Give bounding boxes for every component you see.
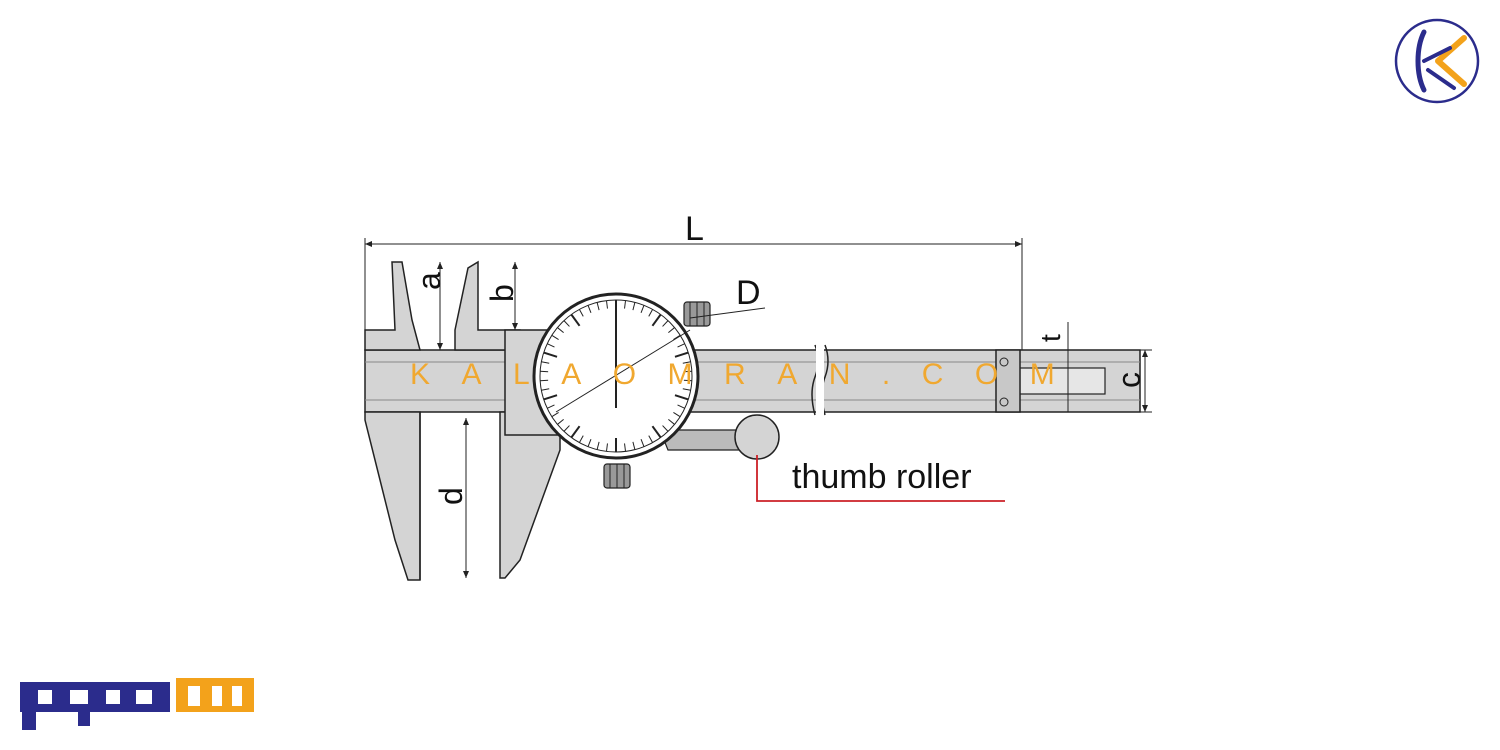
dial-tick (662, 320, 669, 327)
dial-tick (578, 309, 584, 317)
label-L: L (685, 210, 704, 248)
dial-tick (651, 425, 662, 439)
dial-tick (605, 443, 608, 452)
label-b: b (484, 284, 520, 302)
dial-tick (570, 313, 581, 327)
label-a: a (411, 272, 447, 290)
dial-tick (648, 435, 654, 443)
dial-ticks (540, 300, 692, 452)
dial-tick (677, 343, 685, 348)
label-thumb-roller: thumb roller (792, 458, 972, 496)
dial-face (532, 292, 700, 460)
label-d: d (433, 487, 469, 505)
label-c: c (1111, 372, 1147, 388)
dial-tick (624, 300, 627, 309)
thumb-roller (734, 414, 780, 460)
dial-tick (682, 361, 691, 364)
dial-tick (596, 441, 600, 450)
dial-tick (578, 435, 584, 443)
dial-tick (547, 404, 555, 409)
watermark-text: KALAOMRAN.COM (410, 358, 1087, 391)
dial-tick (540, 379, 549, 382)
dial-tick (563, 320, 570, 327)
dial-tick (541, 388, 550, 391)
dial-tick (682, 388, 691, 391)
dial-tick (563, 425, 570, 432)
dial-tick (624, 443, 627, 452)
dial-tick (587, 439, 592, 447)
dial-tick (557, 418, 564, 425)
dial-tick (673, 412, 681, 418)
dial-tick (674, 394, 689, 401)
caliper-beam (364, 344, 1141, 416)
label-t: t (1035, 334, 1066, 342)
dial-tick (651, 313, 662, 327)
fixed-jaw (364, 261, 421, 581)
dial-tick (640, 439, 645, 447)
brand-logo (20, 678, 254, 730)
dial-tick (547, 343, 555, 348)
dimension-lines (364, 238, 1152, 578)
top-clamp-screw (683, 301, 711, 327)
dial-tick (640, 305, 645, 313)
dial-tick (541, 361, 550, 364)
dial-tick (543, 394, 558, 401)
dial-tick (677, 404, 685, 409)
dial-tick (551, 412, 559, 418)
dial-tick (673, 334, 681, 340)
dial-tick (596, 302, 600, 311)
k-circle-logo-icon (1394, 18, 1480, 104)
dial-tick (551, 334, 559, 340)
dial-tick (557, 327, 564, 334)
dial-tick (605, 300, 608, 309)
dial-tick (632, 302, 636, 311)
dial-tick (570, 425, 581, 439)
dial-tick (632, 441, 636, 450)
dial-tick (674, 351, 689, 358)
dial-tick (683, 370, 692, 373)
thumb-roller-leader (756, 455, 1005, 502)
label-D: D (736, 274, 761, 312)
dial-tick (683, 379, 692, 382)
dial-tick (648, 309, 654, 317)
dial-tick (668, 418, 675, 425)
dial-tick (668, 327, 675, 334)
dial-tick (540, 370, 549, 373)
dial-tick (587, 305, 592, 313)
bottom-clamp-screw (603, 463, 631, 489)
dial-tick (543, 351, 558, 358)
dial-tick (662, 425, 669, 432)
